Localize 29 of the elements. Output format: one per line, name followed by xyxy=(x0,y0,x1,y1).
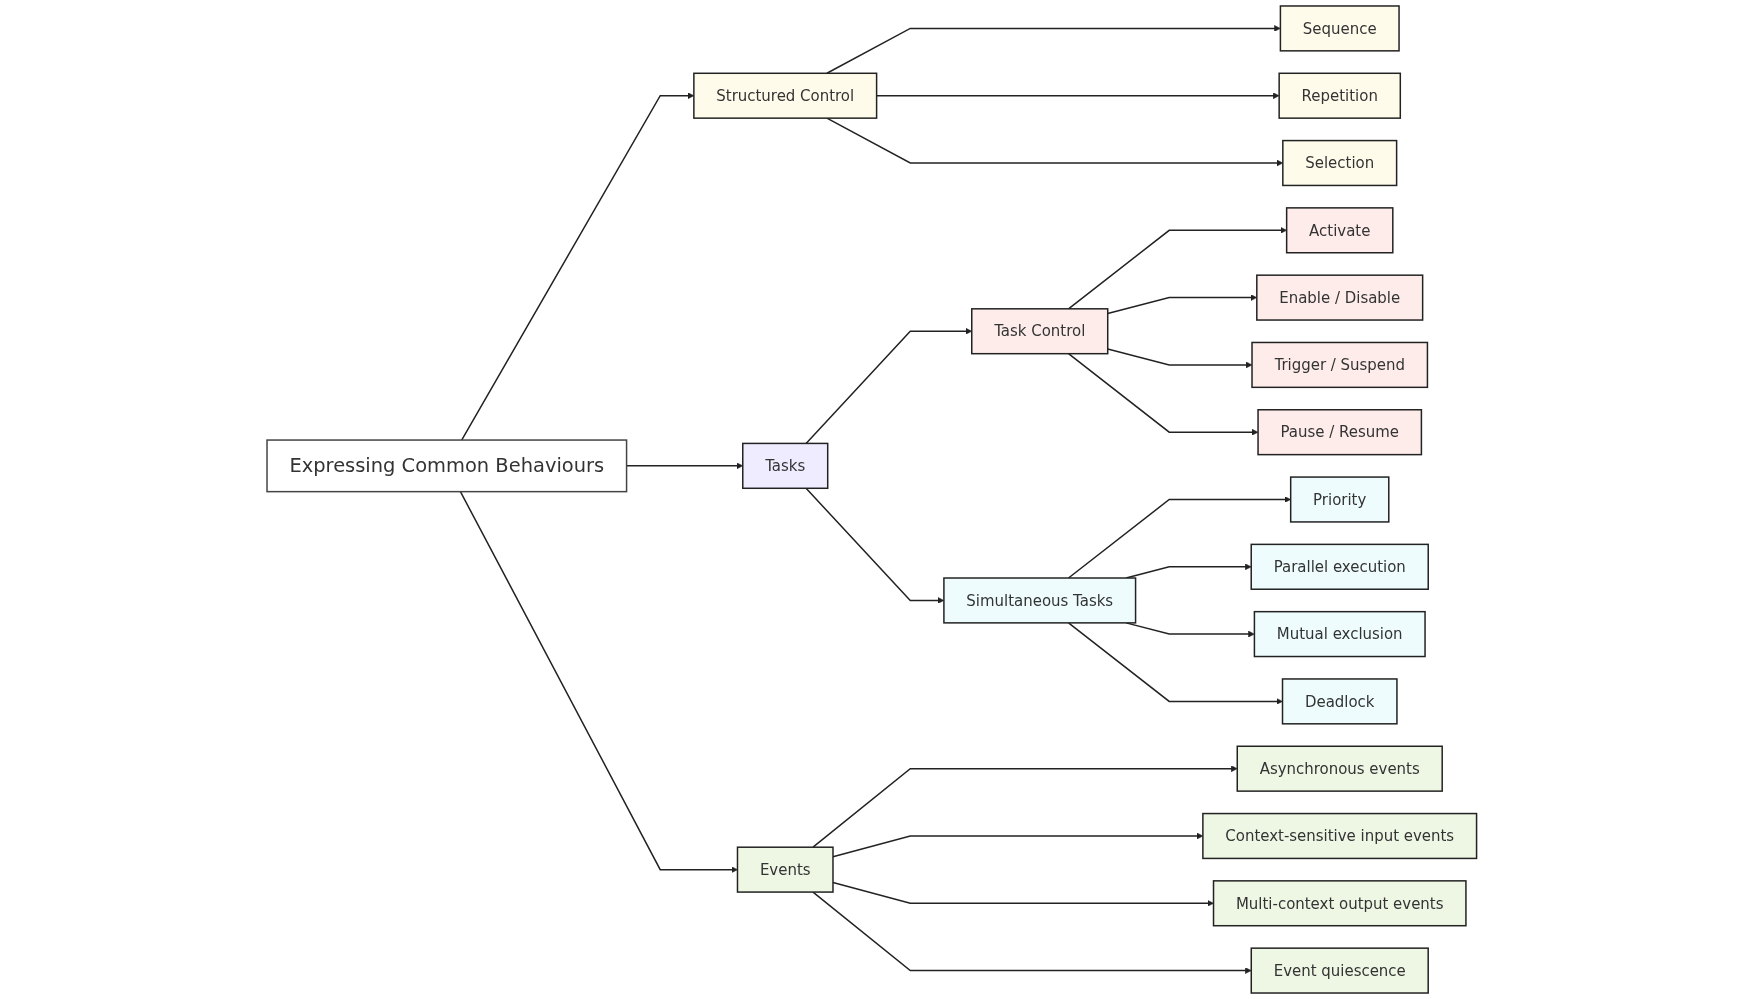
node-box: Priority xyxy=(1289,476,1390,523)
arrow xyxy=(1067,227,1287,310)
node-box: Trigger / Suspend xyxy=(1250,341,1428,389)
arrow xyxy=(460,92,694,441)
arrow xyxy=(1067,622,1283,705)
node-box: Parallel execution xyxy=(1250,543,1429,590)
node-box: Event quiescence xyxy=(1250,947,1429,994)
node-box: Multi-context output events xyxy=(1212,880,1467,927)
node-box: Events xyxy=(736,846,834,893)
node-box: Structured Control xyxy=(692,72,878,119)
node-box: Repetition xyxy=(1278,72,1401,119)
arrow xyxy=(459,490,738,873)
arrow xyxy=(825,25,1281,75)
arrow xyxy=(805,487,944,604)
node-box: Enable / Disable xyxy=(1255,274,1424,321)
node-box: Task Control xyxy=(970,308,1109,355)
node-box: Asynchronous events xyxy=(1236,745,1443,792)
arrow xyxy=(1067,496,1291,579)
node-box: Simultaneous Tasks xyxy=(942,577,1137,624)
node-box: Activate xyxy=(1285,207,1394,254)
node-box: Expressing Common Behaviours xyxy=(265,439,627,493)
node-box: Tasks xyxy=(741,442,829,490)
node-box: Context-sensitive input events xyxy=(1201,812,1478,860)
node-box: Deadlock xyxy=(1281,678,1398,725)
node-box: Sequence xyxy=(1279,5,1400,52)
node-box: Pause / Resume xyxy=(1257,409,1422,456)
node-box: Selection xyxy=(1281,139,1398,187)
arrow xyxy=(805,327,972,445)
node-box: Mutual exclusion xyxy=(1253,610,1426,658)
